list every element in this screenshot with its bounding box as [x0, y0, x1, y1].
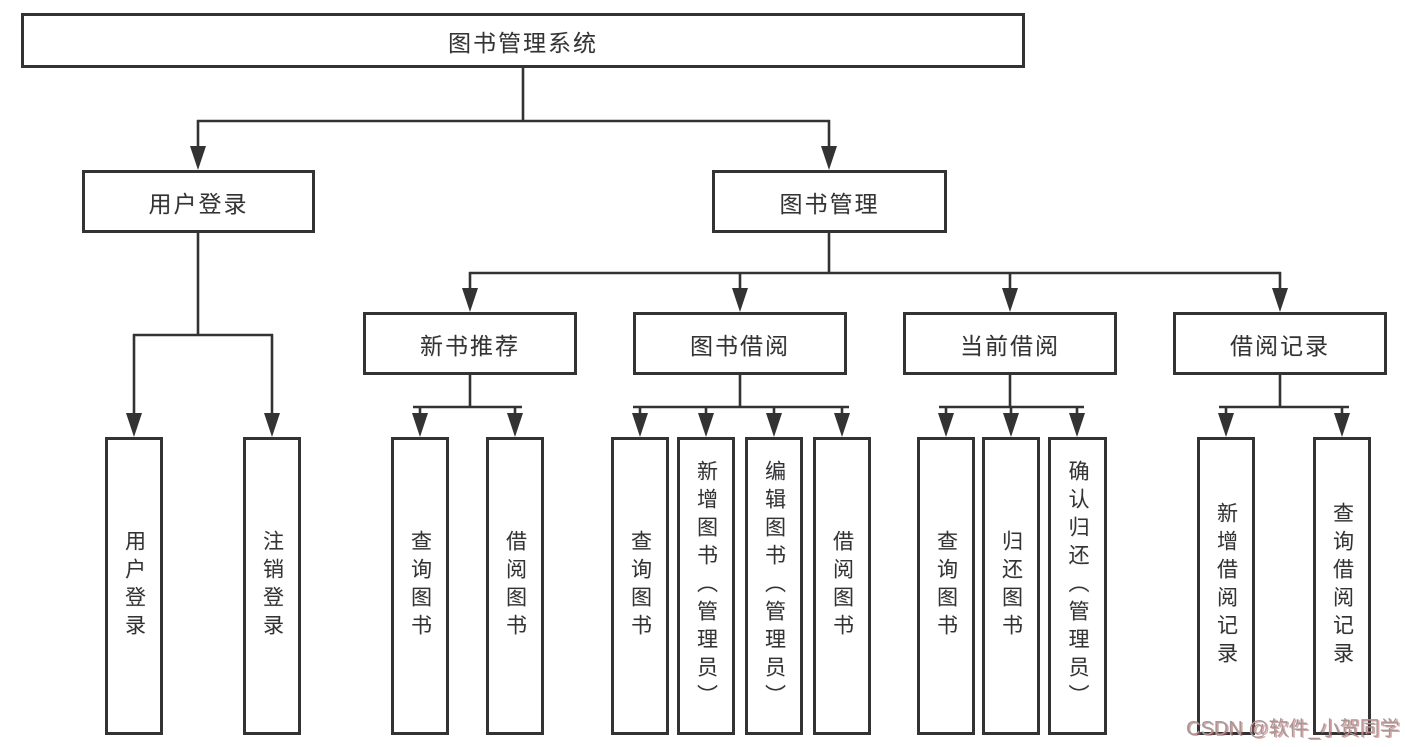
node-query-book-3: 查询图书	[917, 437, 975, 735]
csdn-watermark: CSDN @软件_小贺同学	[1186, 718, 1400, 740]
node-current-borrow: 当前借阅	[903, 312, 1117, 375]
node-edit-book: 编辑图书（管理员）	[745, 437, 803, 735]
node-user-login-label: 用户登录	[148, 190, 249, 217]
node-book-borrow: 图书借阅	[633, 312, 847, 375]
node-edit-book-label: 编辑图书（管理员）	[762, 460, 786, 712]
node-add-book: 新增图书（管理员）	[677, 437, 735, 735]
node-user-login-leaf-label: 用户登录	[122, 530, 146, 642]
node-book-management: 图书管理	[712, 170, 947, 233]
node-current-borrow-label: 当前借阅	[960, 332, 1060, 359]
node-book-management-label: 图书管理	[779, 190, 880, 217]
node-book-borrow-label: 图书借阅	[690, 332, 790, 359]
node-query-book-2-label: 查询图书	[628, 530, 652, 642]
node-logout-leaf-label: 注销登录	[260, 530, 284, 642]
node-borrow-book-2: 借阅图书	[813, 437, 871, 735]
node-add-book-label: 新增图书（管理员）	[694, 460, 718, 712]
node-user-login-leaf: 用户登录	[105, 437, 163, 735]
node-borrow-book-2-label: 借阅图书	[830, 530, 854, 642]
node-new-book-recommend-label: 新书推荐	[420, 332, 520, 359]
node-return-book-label: 归还图书	[999, 530, 1023, 642]
node-new-book-recommend: 新书推荐	[363, 312, 577, 375]
node-user-login: 用户登录	[82, 170, 315, 233]
node-borrow-book-1: 借阅图书	[486, 437, 544, 735]
node-logout-leaf: 注销登录	[243, 437, 301, 735]
node-library-system: 图书管理系统	[21, 13, 1025, 68]
node-borrow-record-label: 借阅记录	[1230, 332, 1330, 359]
node-query-book-3-label: 查询图书	[934, 530, 958, 642]
node-query-book-2: 查询图书	[611, 437, 669, 735]
node-query-borrow-record-label: 查询借阅记录	[1330, 502, 1354, 670]
node-add-borrow-record-label: 新增借阅记录	[1214, 502, 1238, 670]
node-query-borrow-record: 查询借阅记录	[1313, 437, 1371, 735]
node-library-system-label: 图书管理系统	[448, 29, 598, 56]
node-borrow-record: 借阅记录	[1173, 312, 1387, 375]
node-confirm-return-label: 确认归还（管理员）	[1066, 460, 1089, 712]
node-add-borrow-record: 新增借阅记录	[1197, 437, 1255, 735]
node-query-book-1-label: 查询图书	[408, 530, 432, 642]
node-borrow-book-1-label: 借阅图书	[503, 530, 527, 642]
node-return-book: 归还图书	[982, 437, 1040, 735]
node-confirm-return: 确认归还（管理员）	[1048, 437, 1107, 735]
node-query-book-1: 查询图书	[391, 437, 449, 735]
